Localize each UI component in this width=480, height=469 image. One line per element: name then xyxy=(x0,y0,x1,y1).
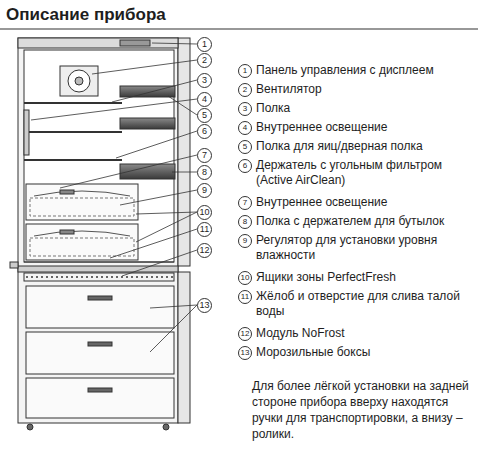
callout-text: 12 xyxy=(199,246,209,255)
note: Для более лёгкой установки на задней сто… xyxy=(252,378,474,442)
title: Описание прибора xyxy=(6,5,166,25)
list-number: 7 xyxy=(238,196,252,210)
callout-text: 11 xyxy=(200,225,209,234)
part-name: Модуль NoFrost xyxy=(256,326,470,341)
part-name: Регулятор для установки уровня влажности xyxy=(256,233,470,263)
callout-text: 8 xyxy=(202,168,207,177)
callout-text: 7 xyxy=(202,151,207,160)
list-number: 8 xyxy=(238,215,252,229)
part-name: Внутреннее освещение xyxy=(256,120,470,135)
callout-number: 2 xyxy=(197,53,212,68)
list-number: 5 xyxy=(238,140,252,154)
callout-number: 6 xyxy=(197,124,212,139)
callout-text: 4 xyxy=(202,95,207,104)
part-name: Полка xyxy=(256,101,470,116)
callout-number: 5 xyxy=(197,108,212,123)
callout-number: 13 xyxy=(197,298,212,313)
list-number: 11 xyxy=(238,290,252,304)
callout-number: 9 xyxy=(197,183,212,198)
callout-text: 10 xyxy=(199,208,209,217)
callout-text: 5 xyxy=(202,111,207,120)
callout-number: 10 xyxy=(197,205,212,220)
part-name: Полка для яиц/дверная полка xyxy=(256,139,470,154)
callout-text: 2 xyxy=(202,56,207,65)
list-number: 6 xyxy=(238,159,252,173)
callout-number: 7 xyxy=(197,148,212,163)
callout-text: 3 xyxy=(202,76,207,85)
leader-lines xyxy=(31,43,197,352)
callout-text: 6 xyxy=(202,127,207,136)
callout-number: 4 xyxy=(197,92,212,107)
part-name: Полка с держателем для бутылок xyxy=(256,214,470,229)
callout-number: 1 xyxy=(197,37,212,52)
list-number: 3 xyxy=(238,102,252,116)
part-name: Жёлоб и отверстие для слива талой воды xyxy=(256,289,470,319)
part-name: Морозильные боксы xyxy=(256,345,470,360)
list-number: 4 xyxy=(238,121,252,135)
list-number: 9 xyxy=(238,234,252,248)
list-number: 1 xyxy=(238,64,252,78)
callout-text: 13 xyxy=(199,301,209,310)
callout-text: 1 xyxy=(202,40,207,49)
list-number: 2 xyxy=(238,83,252,97)
callout-number: 3 xyxy=(197,73,212,88)
part-name: Панель управления с дисплеем xyxy=(256,63,470,78)
callout-text: 9 xyxy=(202,186,207,195)
list-number: 13 xyxy=(238,346,252,360)
part-name: Внутреннее освещение xyxy=(256,195,470,210)
list-number: 12 xyxy=(238,327,252,341)
callout-number: 8 xyxy=(197,165,212,180)
part-name: Ящики зоны PerfectFresh xyxy=(256,270,470,285)
callout-number: 12 xyxy=(197,243,212,258)
list-number: 10 xyxy=(238,271,252,285)
part-name: Держатель с угольным фильтром (Active Ai… xyxy=(256,158,470,188)
title-rule xyxy=(0,28,478,29)
part-name: Вентилятор xyxy=(256,82,470,97)
fridge xyxy=(10,38,190,430)
callout-number: 11 xyxy=(197,222,212,237)
